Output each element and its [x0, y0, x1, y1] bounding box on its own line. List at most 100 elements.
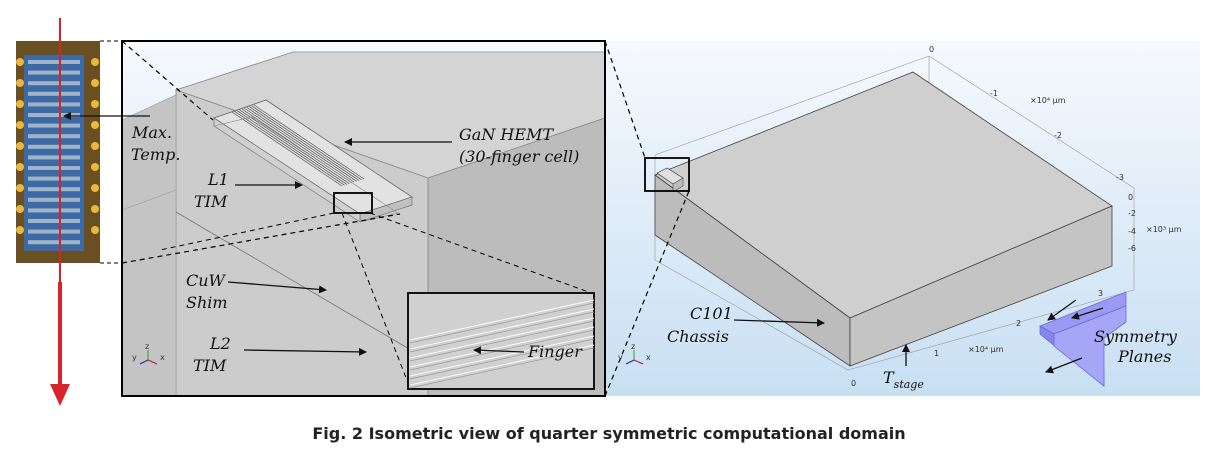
hemt-stripe [253, 104, 365, 180]
annotation-arrows [63, 112, 1104, 374]
top-axis-unit: ×10⁴ µm [1030, 96, 1066, 105]
bottom-axis-ticks: 0 1 2 3 [851, 289, 1103, 388]
triad-y: y [132, 353, 137, 362]
chip-finger [28, 197, 80, 202]
chip-fingers [28, 60, 80, 245]
chip-pad [16, 121, 24, 129]
chip-finger [28, 113, 80, 117]
chip-pad [16, 184, 24, 192]
triad-x: x [160, 353, 165, 362]
chip-finger [28, 144, 80, 149]
finger-line [409, 317, 595, 359]
axis-tick-label: -2 [1054, 131, 1062, 140]
label-finger: Finger [527, 342, 583, 361]
axis-tick-label: 0 [929, 45, 934, 54]
hemt-finger-stripes [231, 104, 365, 187]
chip-pad [91, 121, 99, 129]
label-shim: Shim [186, 293, 228, 312]
right-axis-unit: ×10³ µm [1146, 225, 1182, 234]
finger-line [409, 311, 595, 353]
finger-line [409, 308, 595, 350]
finger-line [409, 347, 595, 389]
chip-finger [28, 123, 80, 128]
hemt-stripe [246, 107, 357, 182]
axis-tick-label: 3 [1098, 289, 1103, 298]
chip-finger [28, 229, 80, 234]
chip-finger [28, 91, 80, 96]
finger-line [409, 329, 595, 371]
chip-finger [28, 240, 80, 245]
chip-pad [16, 163, 24, 171]
axis-tick-label: 0 [1128, 193, 1133, 202]
chip-pad [91, 226, 99, 234]
label-gan-2: (30-finger cell) [459, 147, 579, 166]
finger-detail-inset [407, 292, 595, 390]
chip-finger [28, 134, 80, 139]
label-t-stage: Tstage [883, 368, 924, 391]
svg-text:z: z [631, 342, 635, 351]
chip-pad [16, 58, 24, 66]
axis-tick-label: 2 [1016, 319, 1021, 328]
zoom-region-small [333, 192, 373, 214]
hemt-stripe [248, 106, 360, 181]
chip-pad [91, 79, 99, 87]
red-section-arrow [50, 18, 70, 406]
svg-text:y: y [618, 353, 623, 362]
finger-line [409, 299, 595, 341]
axis-tick-label: -6 [1128, 244, 1136, 253]
chip-pad [91, 58, 99, 66]
label-gan-1: GaN HEMT [459, 125, 554, 144]
symmetry-planes-shape [1039, 291, 1127, 387]
axis-tick-label: -2 [1128, 209, 1136, 218]
right-axis-ticks: 0-2-4-6 [1128, 193, 1136, 253]
chip-pad [91, 163, 99, 171]
chip-finger [28, 81, 80, 86]
label-tim2: TIM [193, 356, 227, 375]
label-chassis: Chassis [667, 327, 729, 346]
label-l2: L2 [209, 334, 231, 353]
finger-line [409, 326, 595, 368]
chip-pad [16, 100, 24, 108]
label-l1: L1 [207, 170, 229, 189]
chip-pad [16, 205, 24, 213]
label-c101: C101 [690, 304, 733, 323]
hemt-stripe [251, 105, 362, 181]
chip-finger [28, 70, 80, 75]
label-tim1: TIM [194, 192, 228, 211]
hemt-stripe [244, 107, 355, 183]
label-max-temp-2: Temp. [131, 145, 180, 164]
finger-line [409, 320, 595, 362]
finger-line [409, 335, 595, 377]
chip-finger [28, 187, 80, 192]
hemt-stripe [234, 110, 345, 186]
chip-pad [16, 79, 24, 87]
finger-line [409, 302, 595, 344]
finger-detail-lines [409, 299, 595, 389]
chip-finger [28, 102, 80, 107]
axis-tick-label: -1 [990, 89, 998, 98]
axis-tick-label: 0 [851, 379, 856, 388]
axis-tick-label: 1 [934, 349, 939, 358]
figure-caption: Fig. 2 Isometric view of quarter symmetr… [312, 424, 906, 443]
hemt-stripe [236, 110, 348, 185]
axis-triad-chassis: z y x [618, 342, 651, 365]
chip-pad [16, 226, 24, 234]
label-cuw: CuW [186, 271, 227, 290]
label-symmetry: Symmetry [1094, 327, 1178, 346]
chip-finger [28, 219, 80, 223]
axis-triad-inset: z y x [132, 342, 165, 365]
chip-pads [16, 58, 99, 234]
hemt-stripe [239, 109, 350, 184]
axis-tick-label: -3 [1116, 173, 1124, 182]
bottom-axis-unit: ×10⁴ µm [968, 345, 1004, 354]
finger-line [409, 338, 595, 380]
chip-finger [28, 208, 80, 213]
chip-finger [28, 155, 80, 160]
finger-line [409, 344, 595, 386]
chip-pad [16, 142, 24, 150]
chip-finger [28, 166, 80, 170]
zoom-region-chip [644, 157, 690, 192]
chip-photo [16, 41, 100, 263]
